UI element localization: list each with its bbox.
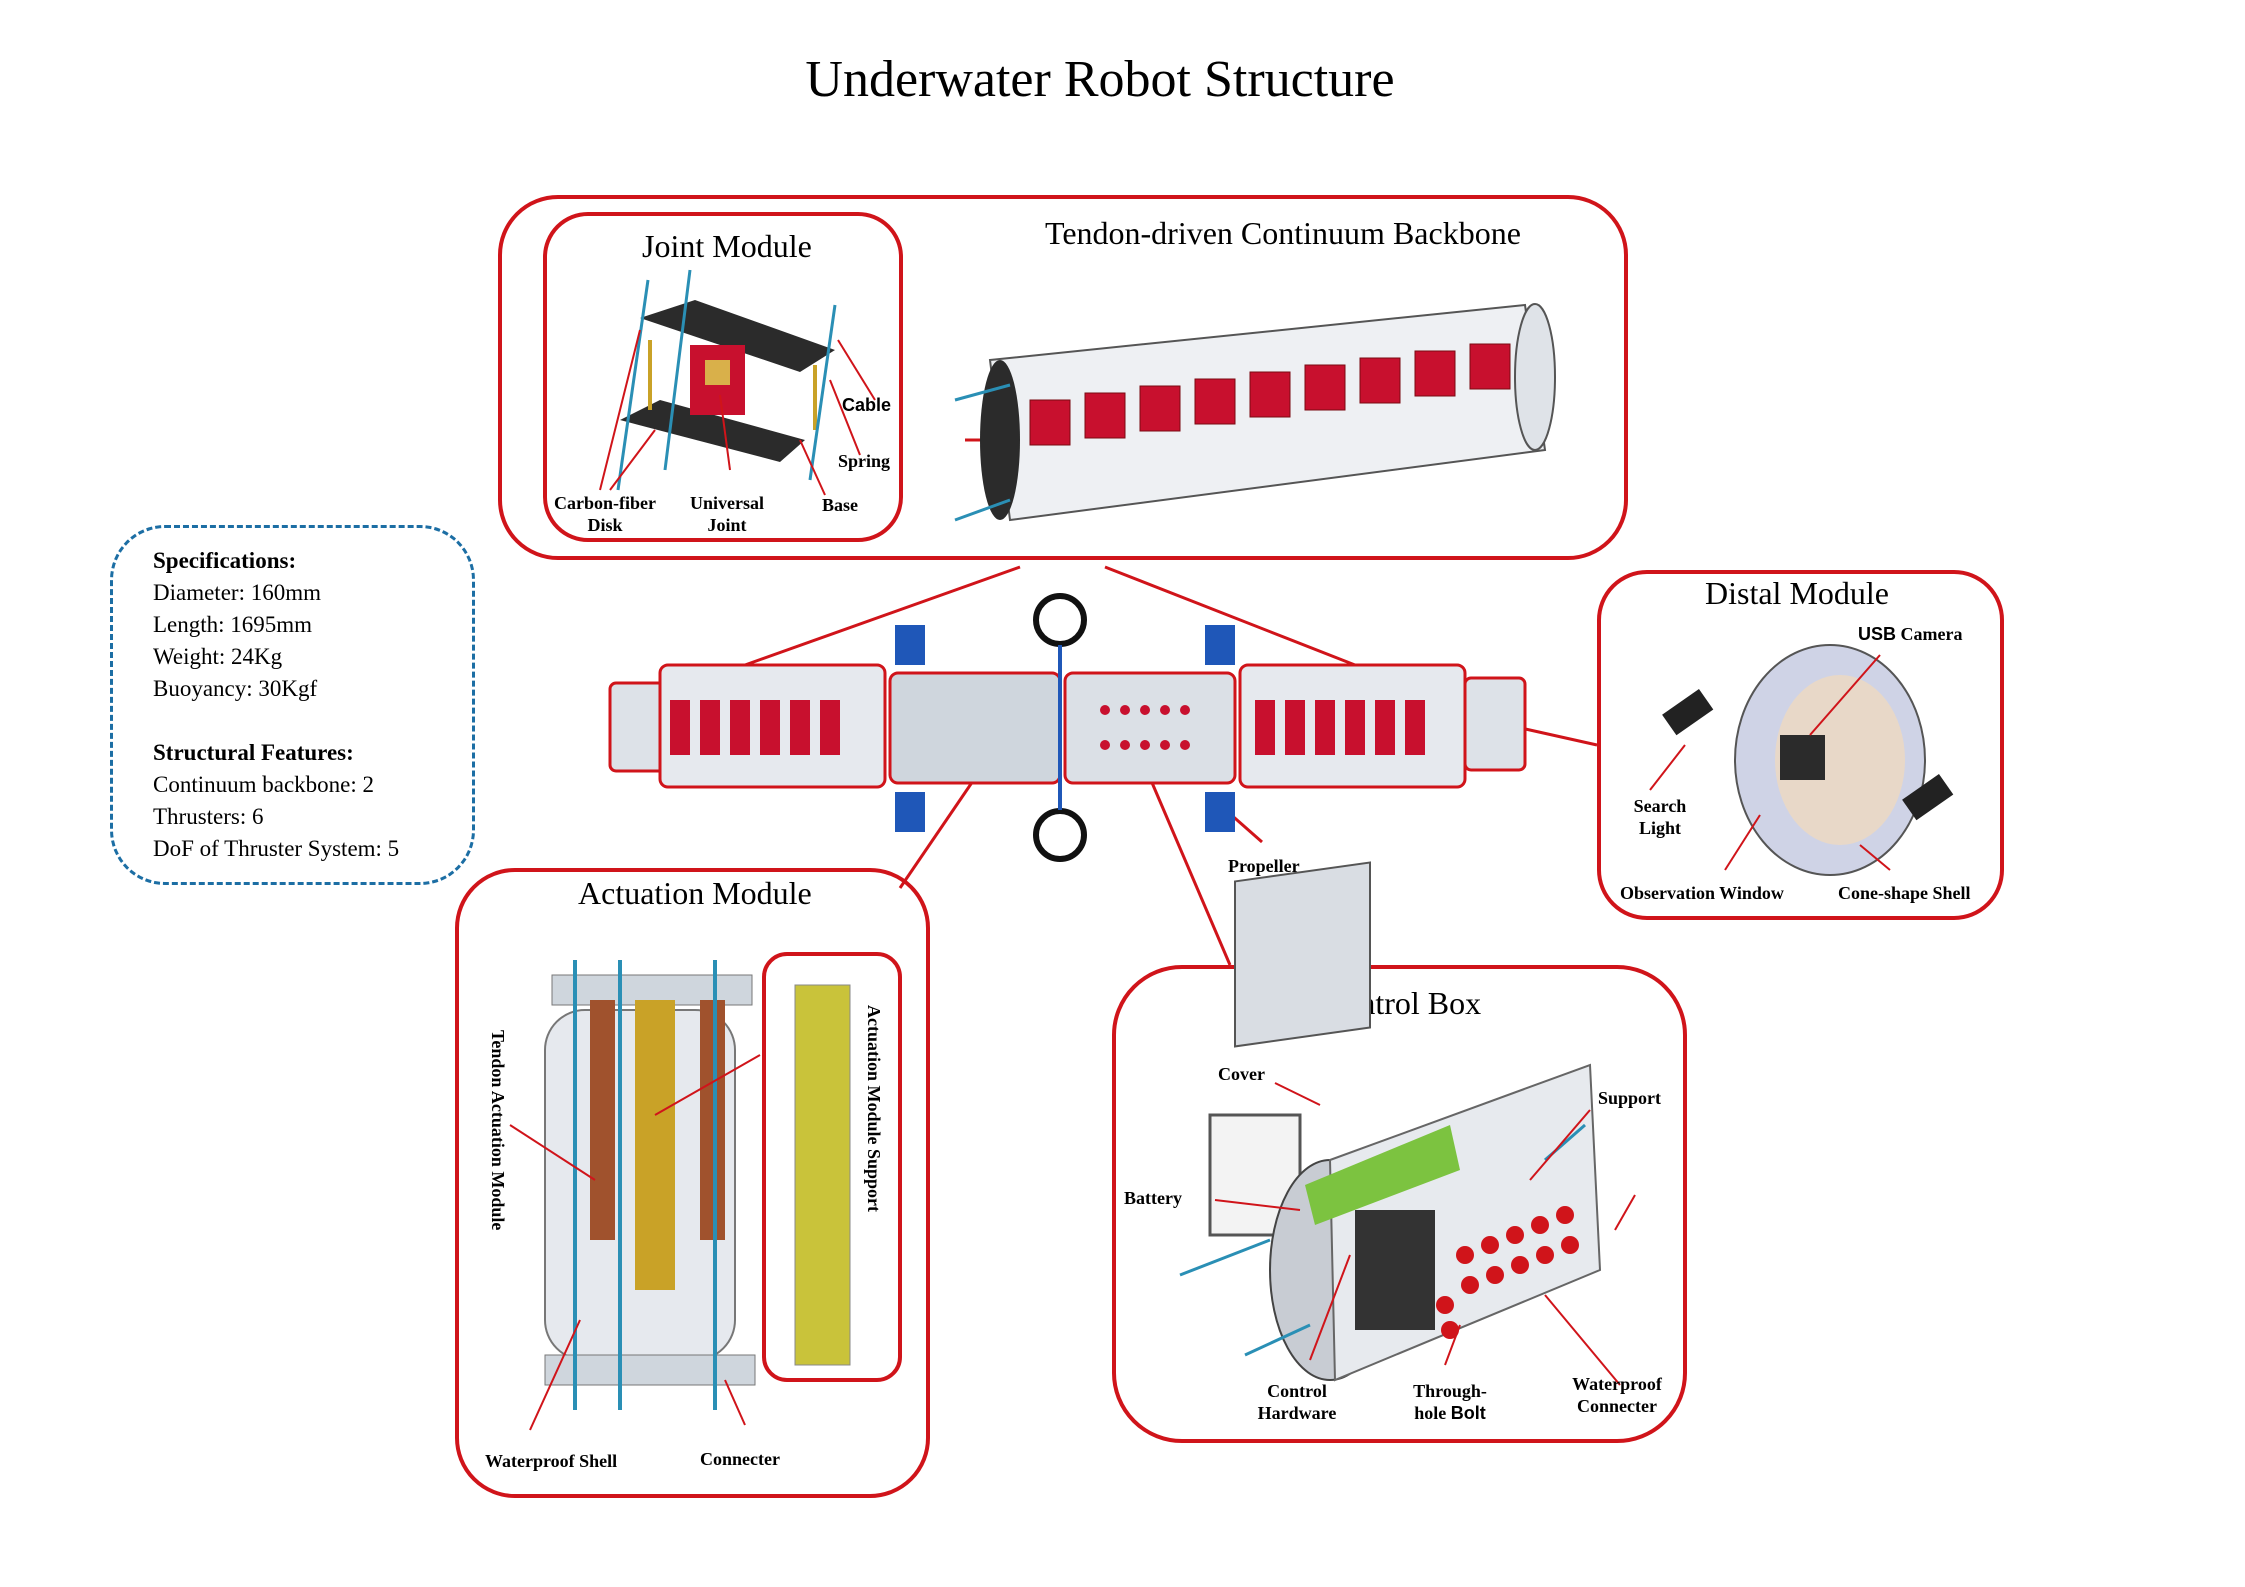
spec-heading: Specifications:: [153, 548, 297, 573]
distal-module-drawing: [1649, 644, 1954, 876]
actuation-module-drawing: [509, 960, 851, 1431]
bolt-text: Bolt: [1450, 1403, 1486, 1423]
distal-module-title: Distal Module: [1705, 575, 1889, 611]
cable-label: Cable: [842, 395, 892, 415]
carbon-fiber-line1: Carbon-fiber: [554, 493, 656, 513]
waterproof-shell-label: Waterproof Shell: [485, 1451, 618, 1471]
robot-body-joints: [670, 700, 1425, 755]
features-heading: Structural Features:: [153, 740, 354, 765]
spec-buoyancy: Buoyancy: 30Kgf: [153, 676, 318, 701]
spec-length: Length: 1695mm: [153, 612, 313, 637]
universal-line2: Joint: [707, 515, 747, 535]
page-title: Underwater Robot Structure: [805, 51, 1395, 108]
actuation-module-title: Actuation Module: [578, 875, 812, 911]
thrusters: [895, 593, 1235, 862]
backbone-title: Tendon-driven Continuum Backbone: [1045, 215, 1521, 251]
feature-continuum: Continuum backbone: 2: [153, 772, 375, 797]
control-line2: Hardware: [1257, 1403, 1337, 1423]
robot-body-drawing: [608, 663, 1527, 789]
waterproof-line2: Connecter: [1577, 1396, 1657, 1416]
control-box-drawing: [1179, 861, 1636, 1386]
control-line1: Control: [1267, 1381, 1327, 1401]
backbone-drawing: [954, 303, 1556, 522]
spec-diameter: Diameter: 160mm: [153, 580, 321, 605]
universal-joint-label: Universal Joint: [682, 492, 772, 536]
through-line2: hole Bolt: [1405, 1402, 1495, 1424]
feature-thrusters: Thrusters: 6: [153, 804, 264, 829]
control-hardware-label: Control Hardware: [1252, 1380, 1342, 1424]
through-hole-text: hole: [1414, 1403, 1451, 1423]
battery-label: Battery: [1124, 1188, 1182, 1208]
base-label: Base: [822, 495, 858, 515]
waterproof-connecters: [1436, 1206, 1579, 1339]
through-line1: Through-: [1413, 1381, 1487, 1401]
specifications-box: Specifications: Diameter: 160mm Length: …: [110, 525, 475, 885]
connector-grid: [1100, 705, 1190, 750]
joint-module-title: Joint Module: [642, 228, 812, 264]
cone-shape-shell-label: Cone-shape Shell: [1838, 883, 1971, 903]
observation-window-label: Observation Window: [1620, 883, 1784, 903]
waterproof-connecter-label: Waterproof Connecter: [1567, 1373, 1667, 1417]
joint-module-drawing: [599, 269, 876, 496]
carbon-fiber-disk-label: Carbon-fiber Disk: [550, 492, 660, 536]
search-light-label: Search Light: [1620, 795, 1700, 839]
support-label: Support: [1598, 1088, 1662, 1108]
search-line2: Light: [1638, 818, 1681, 838]
actuation-connecter-label: Connecter: [700, 1449, 780, 1469]
search-line1: Search: [1633, 796, 1687, 816]
backbone-joints: [1029, 343, 1511, 446]
spring-label: Spring: [838, 451, 891, 471]
usb-text: USB: [1858, 624, 1897, 644]
camera-text: Camera: [1896, 624, 1963, 644]
cover-label: Cover: [1218, 1064, 1265, 1084]
spec-weight: Weight: 24Kg: [153, 644, 283, 669]
feature-dof: DoF of Thruster System: 5: [153, 836, 400, 861]
through-hole-bolt-label: Through- hole Bolt: [1405, 1380, 1495, 1424]
universal-line1: Universal: [690, 493, 764, 513]
carbon-fiber-line2: Disk: [587, 515, 623, 535]
actuation-support-label: Actuation Module Support: [864, 1005, 884, 1213]
tendon-actuation-label: Tendon Actuation Module: [488, 1030, 508, 1231]
propeller-label: Propeller: [1228, 856, 1300, 876]
usb-camera-label: USB Camera: [1858, 623, 1963, 645]
waterproof-line1: Waterproof: [1572, 1374, 1662, 1394]
